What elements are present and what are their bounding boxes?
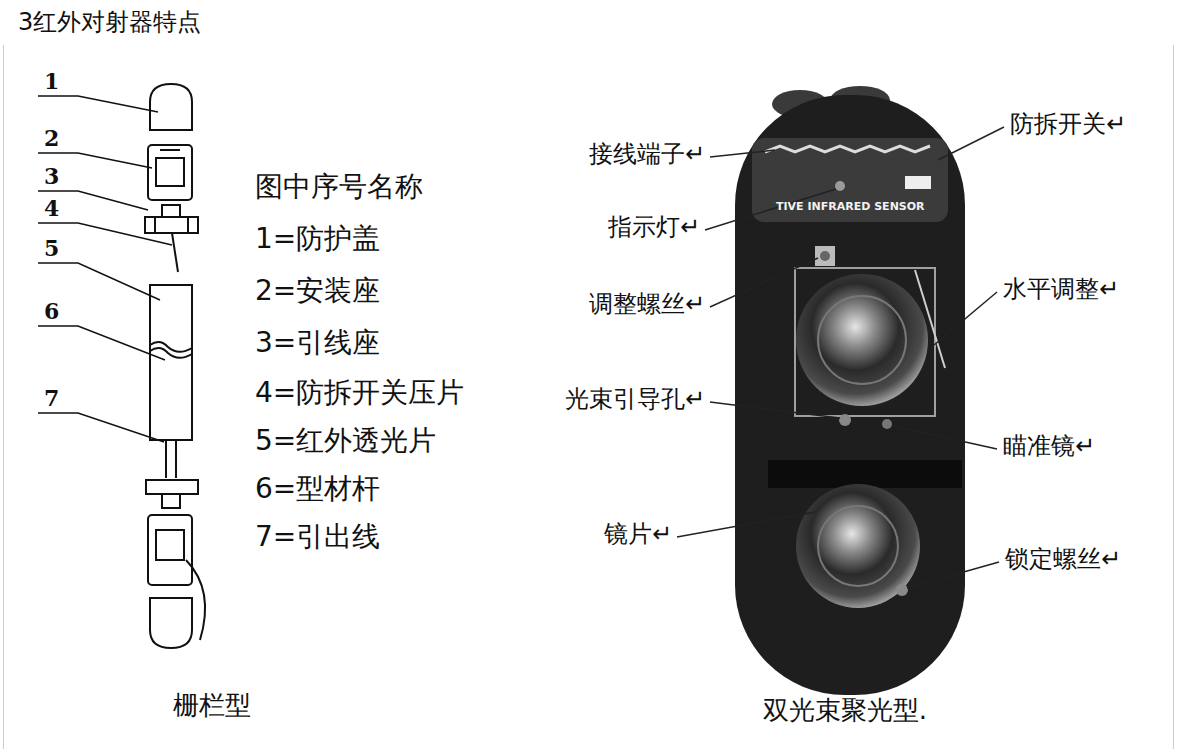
key-entry: 7=引出线: [255, 520, 380, 554]
lock-screw: [896, 584, 908, 596]
indicator-led: [835, 181, 845, 191]
leader-line: [38, 326, 165, 360]
key-entry: 5=红外透光片: [255, 424, 436, 458]
lead-base-plate: [145, 217, 198, 233]
mount-detail: [160, 149, 180, 151]
callout-number: 6: [44, 298, 59, 324]
lead-base-pin: [154, 217, 156, 233]
top-band: [752, 138, 948, 222]
frame-line: [1173, 45, 1174, 749]
part-label: 瞄准镜↵: [1003, 432, 1095, 461]
tamper-plate: [172, 233, 178, 272]
terminal-strip: [765, 146, 930, 152]
key-entry: 3=引线座: [255, 326, 380, 360]
dark-band: [768, 460, 962, 488]
lead-wire: [165, 440, 167, 478]
leader-line: [38, 263, 160, 300]
frame-line: [3, 45, 4, 749]
figure-caption: 栅栏型: [173, 690, 251, 721]
profile-bar: [150, 285, 192, 440]
part-label: 指示灯↵: [608, 213, 700, 242]
callout-number: 1: [44, 68, 59, 94]
break-line: [150, 342, 192, 352]
leader-line: [893, 426, 997, 449]
leader-line: [710, 402, 840, 418]
protective-cap: [150, 84, 192, 130]
leader-lines: [677, 127, 1004, 588]
mount-inner: [156, 158, 184, 186]
figure-caption: 双光束聚光型.: [763, 695, 927, 726]
key-entry: 2=安装座: [255, 274, 380, 308]
mount-inner: [156, 530, 184, 560]
beam-guide-hole: [839, 414, 851, 426]
part-label: 接线端子↵: [589, 140, 705, 169]
leader-line: [710, 258, 818, 307]
lens: [796, 274, 928, 406]
mount-base: [148, 515, 192, 585]
lens: [796, 484, 920, 608]
leader-line: [710, 150, 775, 157]
part-label: 镜片↵: [604, 520, 672, 549]
page-title: 3红外对射器特点: [18, 8, 201, 37]
key-entry: 4=防拆开关压片: [255, 376, 464, 410]
callout-number: 2: [44, 125, 59, 151]
lead-base-stem: [162, 205, 180, 217]
lead-base-stem: [162, 494, 180, 508]
lead-base-pin: [187, 217, 189, 233]
housing: [735, 95, 965, 695]
leader-line: [38, 96, 158, 112]
part-label: 调整螺丝↵: [589, 290, 705, 319]
part-label: 光束引导孔↵: [565, 385, 705, 414]
key-entry: 6=型材杆: [255, 472, 380, 506]
adjust-screw-head: [820, 251, 830, 261]
lead-wire: [175, 440, 177, 478]
tamper-switch: [905, 176, 931, 189]
key-entry: 1=防护盖: [255, 222, 380, 256]
leader-line: [677, 512, 815, 537]
key-heading: 图中序号名称: [255, 170, 423, 204]
callout-number: 4: [44, 195, 59, 221]
leader-lines: [38, 96, 172, 442]
leader-line: [907, 562, 999, 588]
callout-number: 5: [44, 235, 59, 261]
lead-out-wire: [186, 560, 205, 640]
sight-scope: [882, 419, 892, 429]
lens-ring: [818, 506, 898, 586]
adjust-screw: [815, 246, 835, 266]
part-label: 水平调整↵: [1003, 275, 1119, 304]
fence-detector-drawing: [145, 84, 205, 648]
mount-base: [148, 145, 192, 200]
part-label: 防拆开关↵: [1010, 110, 1126, 139]
dual-beam-detector: [735, 86, 965, 695]
part-label: 锁定螺丝↵: [1005, 545, 1121, 574]
lead-base-plate: [146, 480, 198, 494]
lens-ring: [818, 296, 906, 384]
lens-frame: [795, 268, 935, 416]
leader-line: [934, 292, 997, 345]
device-print: TIVE INFRARED SENSOR: [776, 200, 925, 213]
leader-line: [38, 413, 164, 442]
callout-number: 7: [44, 385, 59, 411]
leader-line: [938, 127, 1004, 160]
protective-cap: [150, 598, 192, 648]
callout-number: 3: [44, 163, 59, 189]
